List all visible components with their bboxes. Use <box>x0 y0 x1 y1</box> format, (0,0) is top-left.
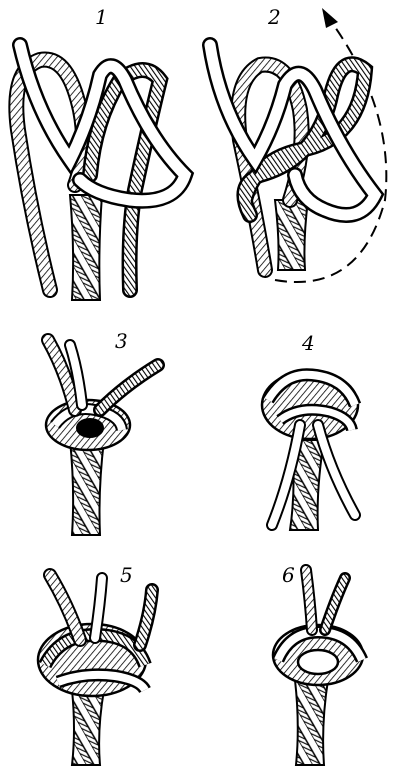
panel-label-3: 3 <box>115 329 128 353</box>
panel-5: 5 <box>38 563 152 765</box>
panel-4: 4 <box>262 331 358 530</box>
panel-label-4: 4 <box>301 331 315 355</box>
panel-1: 1 <box>16 5 185 300</box>
panel-2: 2 <box>210 5 386 282</box>
panel-label-2: 2 <box>267 5 281 29</box>
standing-rope <box>275 200 308 270</box>
panel-label-1: 1 <box>95 5 108 29</box>
panel-6: 6 <box>273 563 363 765</box>
standing-rope <box>295 680 328 765</box>
standing-rope <box>70 195 102 300</box>
panel-label-5: 5 <box>120 563 133 587</box>
panel-label-6: 6 <box>282 563 295 587</box>
standing-rope <box>70 440 104 535</box>
standing-rope <box>72 690 104 765</box>
arrow-head-icon <box>322 8 338 28</box>
panel-3: 3 <box>46 329 158 535</box>
